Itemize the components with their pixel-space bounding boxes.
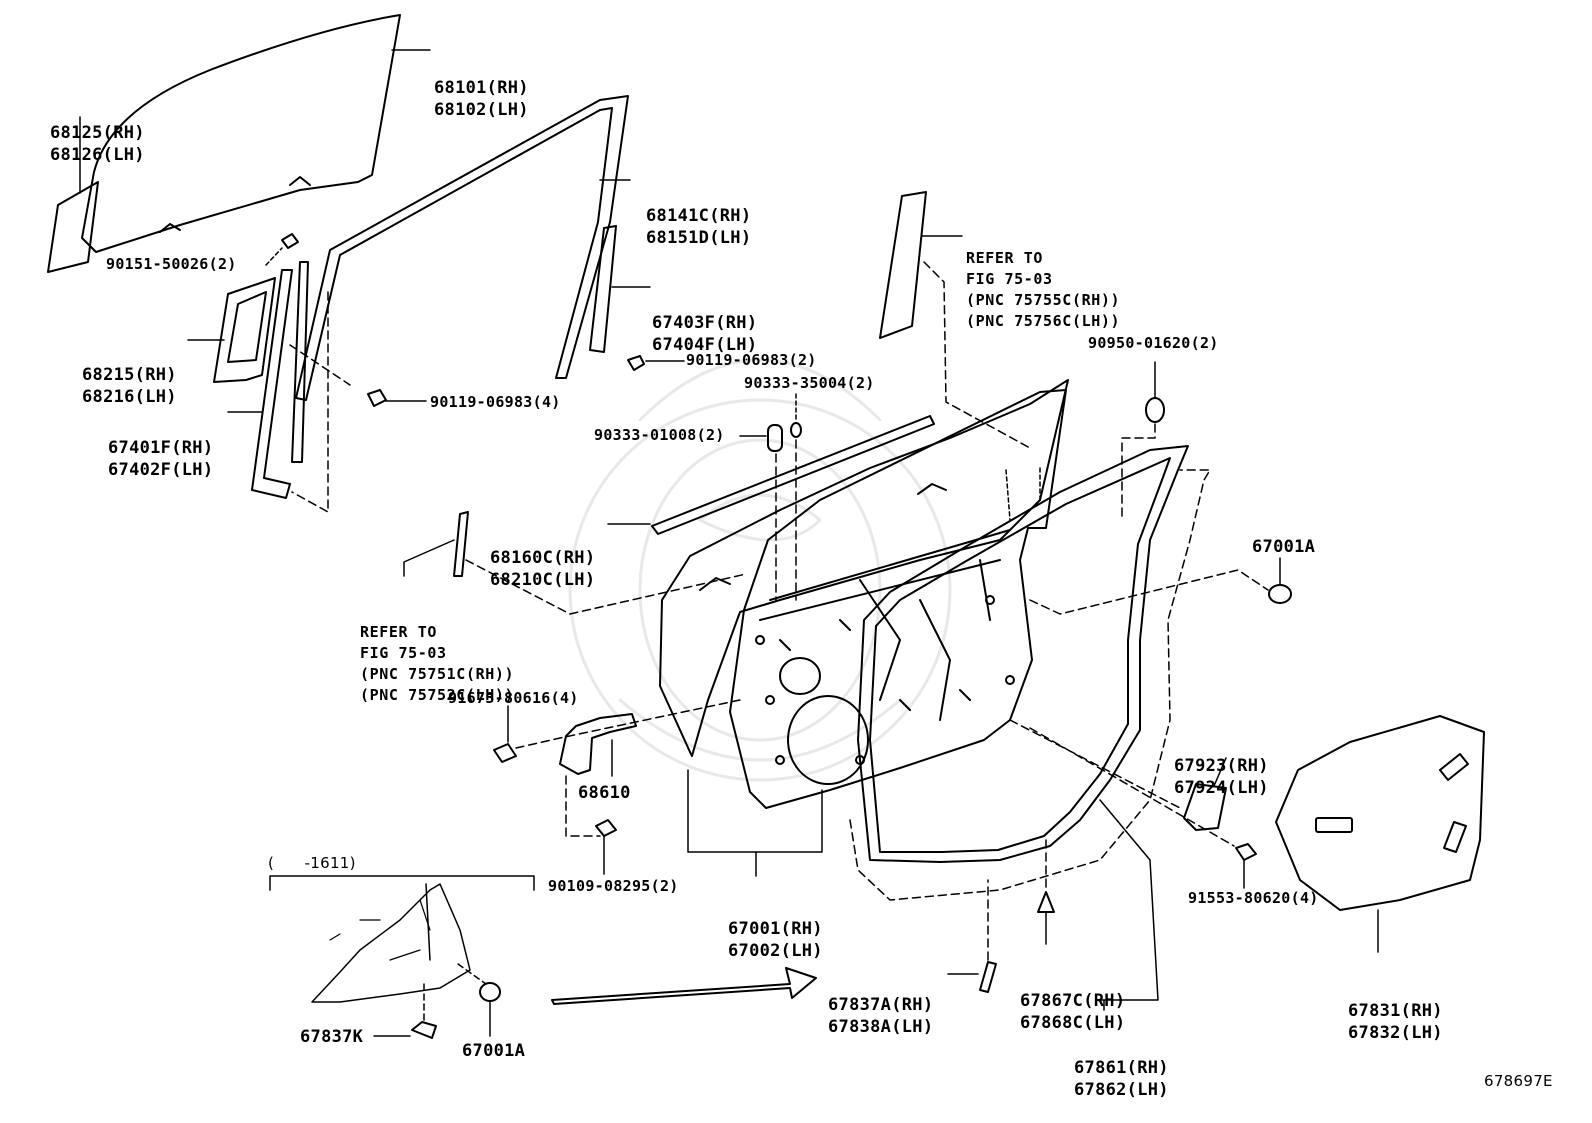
label-bolt-check: 90109-08295(2) — [548, 877, 679, 895]
label-inset-range: ( -1611) — [268, 854, 356, 872]
bolt-sash-rear — [367, 389, 387, 407]
label-bolt-hinge: 91673-80616(4) — [448, 689, 579, 707]
label-clip-b: 90333-35004(2) — [744, 374, 875, 392]
label-belt-weatherstrip: 68160C(RH)68210C(LH) — [490, 548, 596, 590]
label-bolt-top-left: 90151-50026(2) — [106, 255, 237, 273]
reference-panel-left — [453, 511, 469, 577]
label-inset-seal: 67837K — [300, 1027, 364, 1047]
label-front-sash: 67403F(RH)67404F(LH) — [652, 313, 758, 355]
label-inset-plug: 67001A — [462, 1041, 526, 1061]
bolt-check — [595, 819, 617, 837]
door-weatherstrip — [857, 445, 1189, 863]
door-outer-skin — [659, 379, 1069, 757]
label-seal-c: 67867C(RH)67868C(LH) — [1020, 991, 1126, 1033]
label-glass: 68101(RH)68102(LH) — [434, 78, 529, 120]
plug-67001a — [1268, 584, 1292, 604]
door-hinge — [559, 713, 637, 775]
label-plug-right: 67001A — [1252, 537, 1316, 557]
label-glass-sub: 68125(RH)68126(LH) — [50, 123, 145, 165]
label-clip-c: 90333-01008(2) — [594, 426, 725, 444]
bolt-hinge — [493, 743, 517, 763]
bolt-sash-top — [627, 355, 645, 371]
bolt-trim — [1235, 843, 1257, 861]
figure-id: 678697E — [1484, 1072, 1553, 1090]
label-rear-sash: 67401F(RH)67402F(LH) — [108, 438, 214, 480]
rear-sash — [251, 269, 293, 499]
label-door-weatherstrip: 67861(RH)67862(LH) — [1074, 1058, 1169, 1100]
label-hole-cover-trim: 67923(RH)67924(LH) — [1174, 756, 1269, 798]
label-run-channel: 68141C(RH)68151D(LH) — [646, 206, 752, 248]
service-hole-cover — [1275, 715, 1485, 911]
direction-arrow — [551, 967, 817, 1005]
label-seal-a: 67837A(RH)67838A(LH) — [828, 995, 934, 1037]
label-bolt-trim: 91553-80620(4) — [1188, 889, 1319, 907]
clip-90950 — [1145, 397, 1165, 423]
label-bolt-sash: 90119-06983(2) — [686, 351, 817, 369]
glass-sub-piece — [47, 181, 99, 273]
label-check: 68610 — [578, 783, 631, 803]
label-service-hole-cover: 67831(RH)67832(LH) — [1348, 1001, 1443, 1043]
seal-67837a — [979, 961, 997, 993]
door-glass — [81, 14, 401, 253]
belt-weatherstrip — [651, 415, 935, 535]
label-door-panel: 67001(RH)67002(LH) — [728, 919, 823, 961]
inset-plug — [479, 982, 501, 1002]
bracket — [213, 277, 276, 383]
parts-diagram: 68101(RH)68102(LH) 68125(RH)68126(LH) 68… — [47, 14, 1553, 1100]
reference-panel-top — [879, 191, 927, 339]
hole-cover-trim — [1183, 783, 1227, 831]
door-inner-panel — [729, 389, 1067, 809]
front-sash — [589, 225, 617, 353]
label-clip-a: 90950-01620(2) — [1088, 334, 1219, 352]
inset-door-detail — [311, 883, 471, 1003]
inset-seal — [411, 1021, 437, 1039]
clip-90333-01008 — [767, 424, 783, 452]
label-bolt-sash-rear: 90119-06983(4) — [430, 393, 561, 411]
run-channel — [295, 95, 629, 401]
clip-67867c — [1037, 891, 1055, 913]
watermark — [568, 358, 952, 782]
label-bracket: 68215(RH)68216(LH) — [82, 365, 177, 407]
diagram-drawing — [47, 14, 1485, 1039]
clip-90333-35004 — [790, 422, 802, 438]
bolt-top-left — [281, 233, 299, 249]
